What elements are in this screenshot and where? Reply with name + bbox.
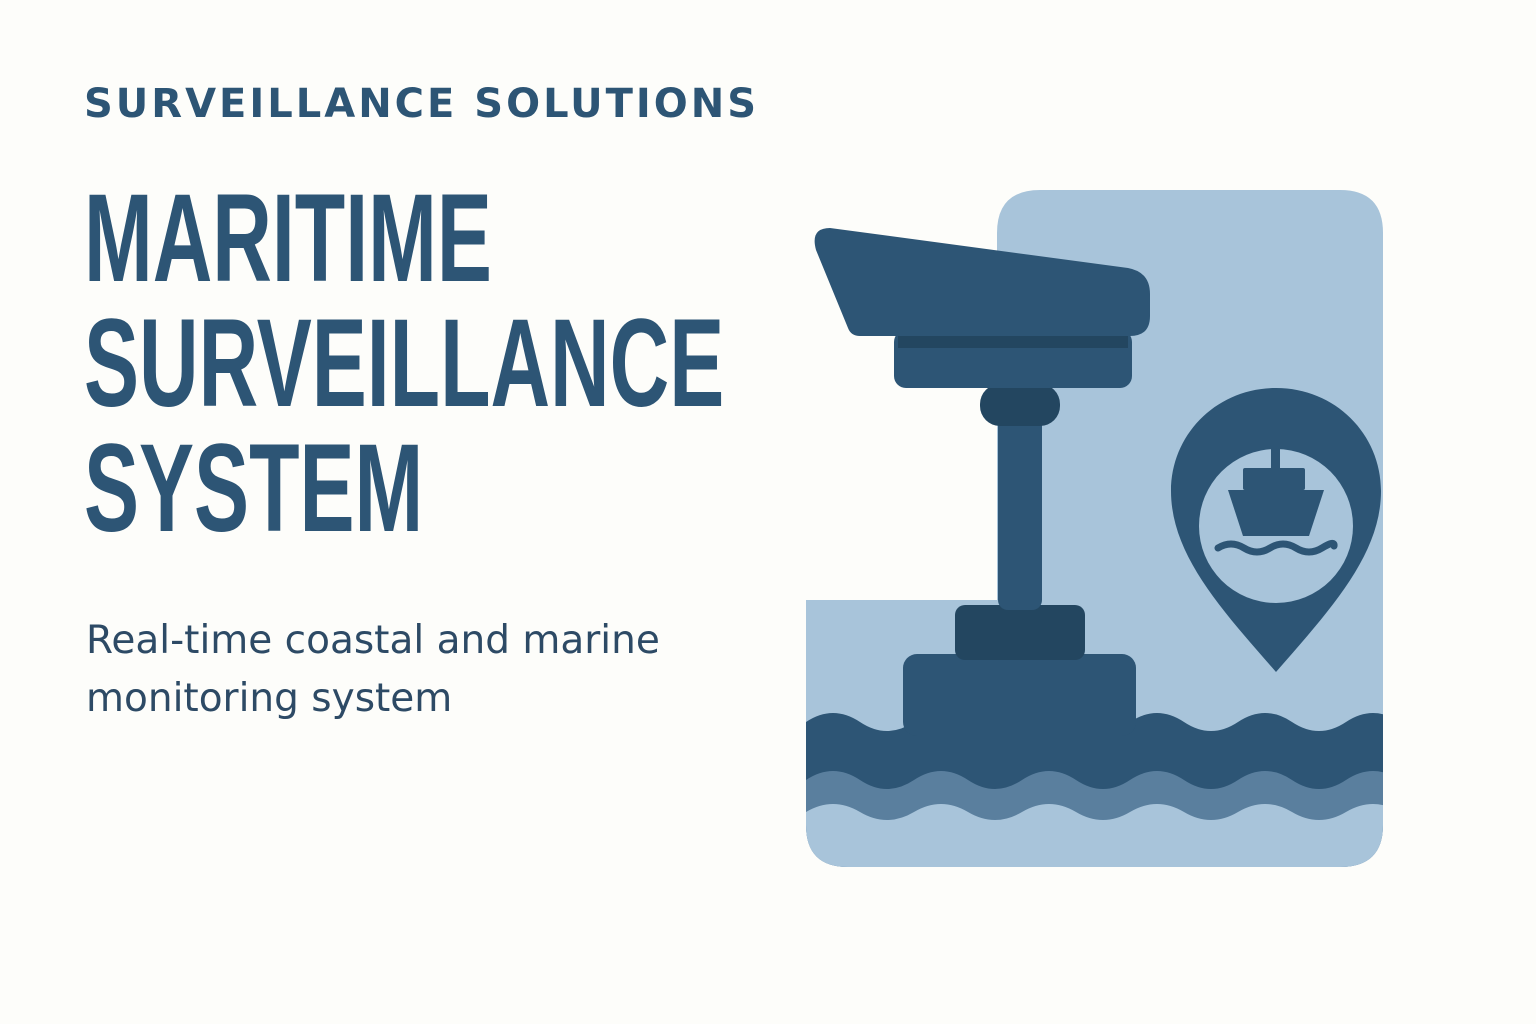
title-line-2: SURVEILLANCE xyxy=(84,294,725,433)
waves-icon xyxy=(806,713,1383,867)
eyebrow-label: SURVEILLANCE SOLUTIONS xyxy=(84,81,760,127)
location-pin-icon xyxy=(1171,388,1381,672)
title-line-3: SYSTEM xyxy=(84,419,424,558)
ship-icon xyxy=(1214,446,1338,556)
page-title: MARITIME SURVEILLANCE SYSTEM xyxy=(84,176,724,551)
surveillance-camera-icon xyxy=(814,228,1150,736)
subtitle: Real-time coastal and marine monitoring … xyxy=(86,618,660,721)
title-line-1: MARITIME xyxy=(84,169,492,308)
